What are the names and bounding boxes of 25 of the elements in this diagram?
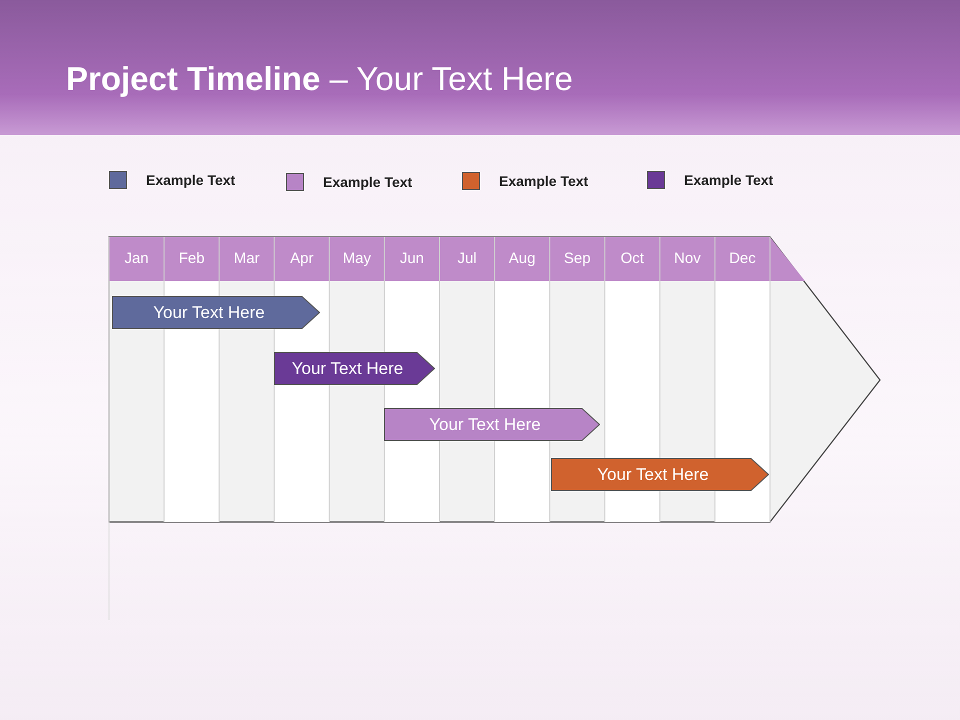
month-label: Apr xyxy=(289,250,314,267)
month-label: Jul xyxy=(456,250,478,267)
title: Project Timeline – Your Text Here xyxy=(66,60,573,98)
month-label: May xyxy=(342,250,372,267)
legend-label: Example Text xyxy=(146,172,236,188)
task-label: Your Text Here xyxy=(153,302,266,322)
legend-label: Example Text xyxy=(684,172,774,188)
task-bar xyxy=(384,408,600,441)
task-bar xyxy=(112,296,320,329)
task-bar xyxy=(274,352,435,385)
month-label: Dec xyxy=(728,250,757,267)
month-label: Oct xyxy=(620,250,645,267)
task-label: Your Text Here xyxy=(429,414,542,434)
task-bar xyxy=(551,458,769,491)
month-label: Jan xyxy=(123,250,150,267)
month-label: Feb xyxy=(178,250,206,267)
legend-label: Example Text xyxy=(323,174,412,190)
month-label: Mar xyxy=(232,250,261,267)
month-label: Aug xyxy=(508,250,536,267)
task-label: Your Text Here xyxy=(292,358,404,378)
task-label: Your Text Here xyxy=(597,464,710,484)
month-label: Nov xyxy=(673,250,702,267)
month-label: Sep xyxy=(562,250,592,267)
legend-label: Example Text xyxy=(499,173,588,189)
month-label: Jun xyxy=(398,250,426,267)
